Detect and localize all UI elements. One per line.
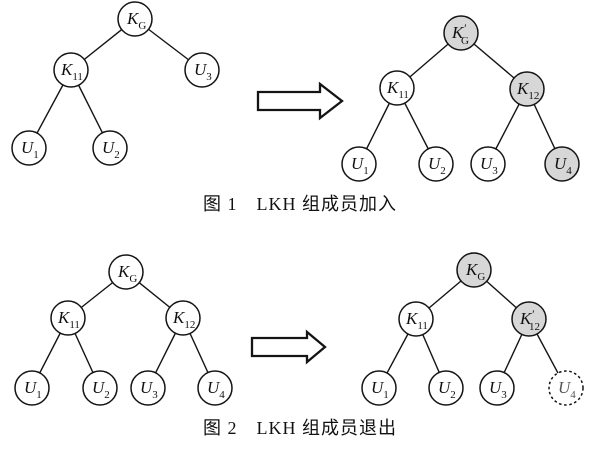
transform-arrow-fig2 xyxy=(250,329,327,365)
node-fig2-after-leave-U4 xyxy=(548,370,584,406)
label-fig1-after-join-K12: K12 xyxy=(516,79,539,102)
label-fig1-after-join-U3: U3 xyxy=(480,154,498,177)
label-fig2-after-leave-K12: K′12 xyxy=(519,307,540,333)
label-fig1-after-join-K11: K11 xyxy=(386,78,409,101)
label-fig1-before-join-K11: K11 xyxy=(60,60,83,83)
node-fig1-after-join-U4 xyxy=(544,146,580,182)
node-fig1-before-join-KG xyxy=(117,1,153,37)
node-fig2-after-leave-U2 xyxy=(428,370,464,406)
label-fig2-after-leave-U1: U1 xyxy=(371,378,389,401)
node-fig2-before-leave-U1 xyxy=(14,370,50,406)
label-fig1-before-join-U2: U2 xyxy=(102,138,120,161)
node-fig1-after-join-U1 xyxy=(341,146,377,182)
node-fig2-after-leave-K12 xyxy=(511,301,547,337)
node-fig1-before-join-U2 xyxy=(92,130,128,166)
label-fig2-before-leave-U3: U3 xyxy=(140,378,158,401)
node-fig1-after-join-K11 xyxy=(379,70,415,106)
node-fig2-before-leave-U2 xyxy=(82,370,118,406)
node-fig1-before-join-U1 xyxy=(11,130,47,166)
node-fig1-after-join-KG xyxy=(443,15,479,51)
figure2-caption: 图 2 LKH 组成员退出 xyxy=(203,418,397,438)
node-fig1-after-join-K12 xyxy=(509,71,545,107)
label-fig1-before-join-KG: KG xyxy=(126,9,146,32)
node-fig2-after-leave-U3 xyxy=(479,370,515,406)
node-fig1-before-join-U3 xyxy=(184,52,220,88)
node-fig2-after-leave-KG xyxy=(456,252,492,288)
label-fig2-after-leave-KG: KG xyxy=(465,260,485,283)
figure1-caption: 图 1 LKH 组成员加入 xyxy=(203,194,397,214)
node-fig2-before-leave-KG xyxy=(108,254,144,290)
node-fig1-after-join-U3 xyxy=(470,146,506,182)
node-fig2-before-leave-U4 xyxy=(197,370,233,406)
node-fig2-before-leave-K11 xyxy=(50,300,86,336)
label-fig2-before-leave-K12: K12 xyxy=(172,308,195,331)
label-fig2-before-leave-U4: U4 xyxy=(207,378,225,401)
node-fig1-after-join-U2 xyxy=(418,146,454,182)
node-fig1-before-join-K11 xyxy=(53,52,89,88)
label-fig2-before-leave-K11: K11 xyxy=(57,308,80,331)
label-fig1-after-join-KG: K′G xyxy=(451,21,469,47)
node-fig2-before-leave-U3 xyxy=(130,370,166,406)
label-fig2-after-leave-U2: U2 xyxy=(438,378,456,401)
label-fig1-after-join-U2: U2 xyxy=(428,154,446,177)
node-fig2-after-leave-K11 xyxy=(398,301,434,337)
label-fig1-before-join-U1: U1 xyxy=(21,138,39,161)
label-fig1-after-join-U1: U1 xyxy=(351,154,369,177)
label-fig2-before-leave-KG: KG xyxy=(117,262,137,285)
label-fig2-after-leave-U4: U4 xyxy=(558,378,576,401)
label-fig2-after-leave-U3: U3 xyxy=(489,378,507,401)
label-fig1-before-join-U3: U3 xyxy=(194,60,212,83)
node-fig2-before-leave-K12 xyxy=(165,300,201,336)
label-fig1-after-join-U4: U4 xyxy=(554,154,572,177)
label-fig2-after-leave-K11: K11 xyxy=(405,309,428,332)
node-fig2-after-leave-U1 xyxy=(361,370,397,406)
label-fig2-before-leave-U1: U1 xyxy=(24,378,42,401)
label-fig2-before-leave-U2: U2 xyxy=(92,378,110,401)
transform-arrow-fig1 xyxy=(256,81,344,121)
